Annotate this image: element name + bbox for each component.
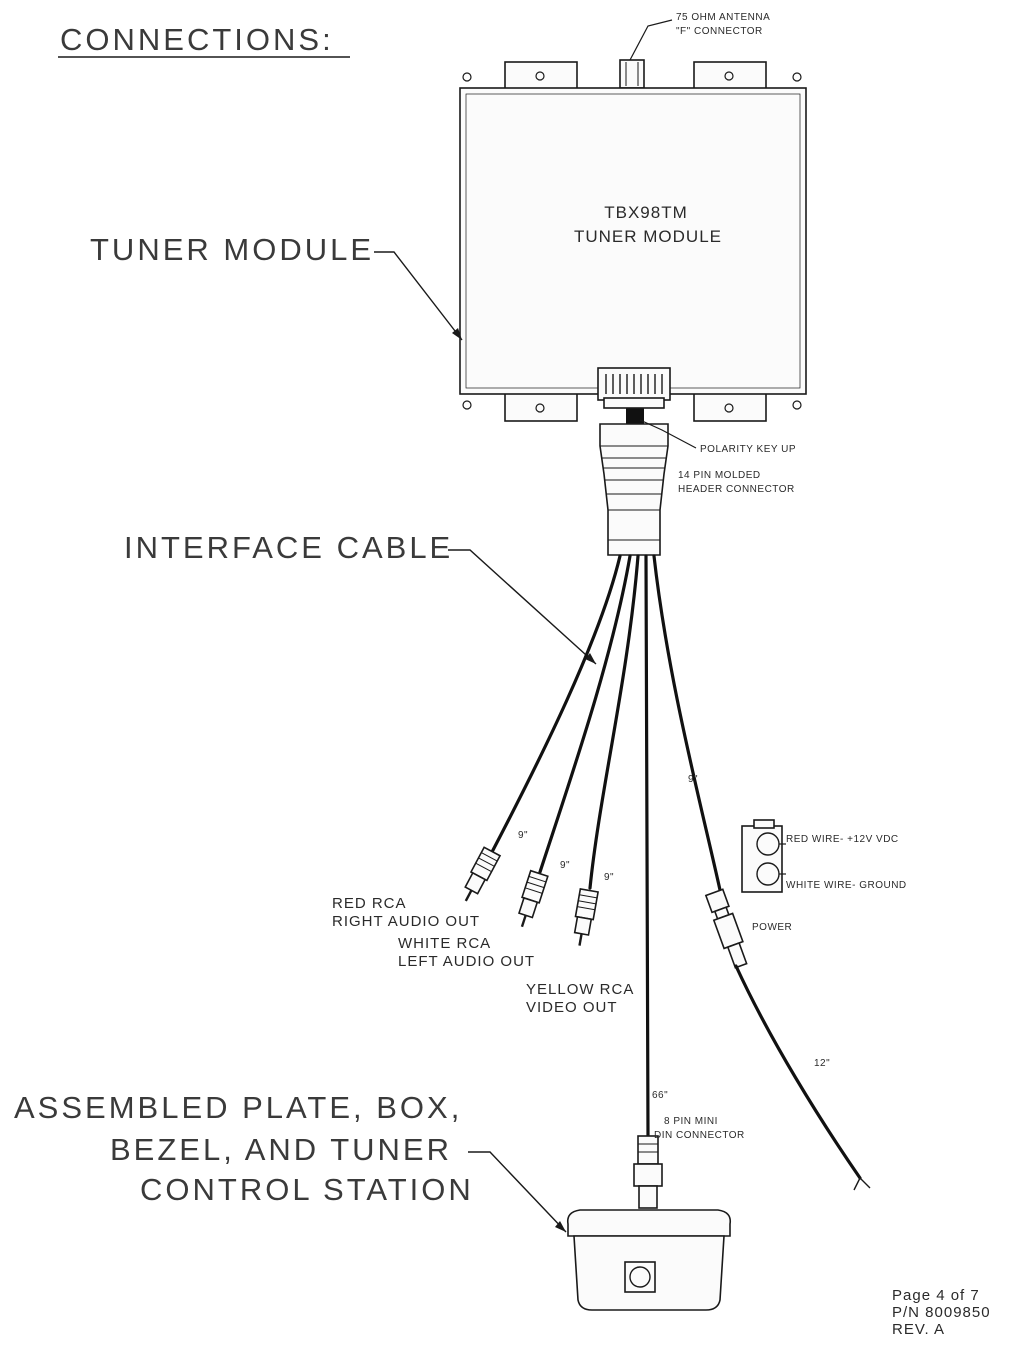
plug-rib xyxy=(478,857,495,867)
white-wire-label: WHITE WIRE- GROUND xyxy=(786,880,907,891)
mount-hole xyxy=(535,403,545,413)
power-plug-detail xyxy=(741,819,786,893)
callout-interface-cable: INTERFACE CABLE xyxy=(124,530,453,565)
antenna-f-connector xyxy=(619,59,645,89)
header-pins xyxy=(605,374,663,394)
plug-boot xyxy=(574,887,599,921)
plug-rib xyxy=(526,881,545,889)
plug-rib xyxy=(524,887,543,894)
mount-tab-bottom-left xyxy=(504,392,578,422)
callout-assembled-line2: BEZEL, AND TUNER xyxy=(110,1132,452,1167)
mount-hole xyxy=(535,71,545,81)
red-wire-label: RED WIRE- +12V VDC xyxy=(786,834,899,845)
white-rca-label-line1: WHITE RCA xyxy=(398,935,491,952)
arrowhead xyxy=(452,328,462,340)
length-red: 9" xyxy=(518,830,528,841)
length-power-tail: 12" xyxy=(814,1058,830,1069)
din-plug xyxy=(638,1185,658,1209)
din-label-line2: DIN CONNECTOR xyxy=(654,1130,745,1141)
screw xyxy=(792,400,802,410)
din-shell xyxy=(633,1163,663,1187)
length-power: 9" xyxy=(688,774,698,785)
footer-page: Page 4 of 7 xyxy=(892,1287,980,1304)
plug-rib xyxy=(577,906,596,911)
callout-assembled-line3: CONTROL STATION xyxy=(140,1172,474,1207)
yellow-rca-label-line2: VIDEO OUT xyxy=(526,999,618,1016)
mount-tab-top-right xyxy=(693,61,767,91)
heading: CONNECTIONS: xyxy=(60,22,334,57)
yellow-rca-label-line1: YELLOW RCA xyxy=(526,981,634,998)
mount-hole xyxy=(724,403,734,413)
plug-pin xyxy=(464,889,473,902)
din-label-line1: 8 PIN MINI xyxy=(664,1116,718,1127)
plug-rib xyxy=(578,900,597,905)
antenna-label-line2: "F" CONNECTOR xyxy=(676,26,763,37)
control-station xyxy=(566,1209,732,1311)
assembled-leader xyxy=(468,1151,567,1233)
stripped-wire-ends xyxy=(853,1177,871,1191)
molded-connector xyxy=(599,397,669,556)
white-rca-plug xyxy=(518,869,549,928)
antenna-label-line1: 75 OHM ANTENNA xyxy=(676,12,770,23)
antenna-leader xyxy=(629,19,673,61)
station-jack xyxy=(629,1266,651,1288)
cable-wires xyxy=(490,554,722,1138)
plug-pin xyxy=(578,933,583,946)
screw xyxy=(462,400,472,410)
connector-lip xyxy=(603,397,665,409)
yellow-rca-plug xyxy=(573,887,599,946)
power-label: POWER xyxy=(752,922,792,933)
polarity-label: POLARITY KEY UP xyxy=(700,444,796,455)
module-name: TUNER MODULE xyxy=(574,227,722,246)
polarity-leader xyxy=(639,419,697,449)
plug-rib xyxy=(481,852,498,862)
wire-power xyxy=(652,554,722,892)
module-model: TBX98TM xyxy=(604,203,688,222)
length-din: 66" xyxy=(652,1090,668,1101)
red-rca-label-line2: RIGHT AUDIO OUT xyxy=(332,913,480,930)
callout-tuner-module: TUNER MODULE xyxy=(90,232,374,267)
inline-housing xyxy=(726,941,748,969)
footer-revision: REV. A xyxy=(892,1321,945,1338)
plug-rib xyxy=(579,894,598,899)
wire-red-rca xyxy=(490,554,622,854)
length-yellow: 9" xyxy=(604,872,614,883)
mount-tab-bottom-right xyxy=(693,392,767,422)
power-inline-connector xyxy=(704,888,748,969)
callout-assembled-line1: ASSEMBLED PLATE, BOX, xyxy=(14,1090,462,1125)
plug-key xyxy=(753,819,775,829)
wire-yellow-rca xyxy=(588,554,640,890)
screw xyxy=(462,72,472,82)
header-label-line2: HEADER CONNECTOR xyxy=(678,484,795,495)
screw xyxy=(792,72,802,82)
mount-tab-top-left xyxy=(504,61,578,91)
white-rca-label-line2: LEFT AUDIO OUT xyxy=(398,953,535,970)
polarity-key xyxy=(626,405,644,429)
wire-power-tail xyxy=(734,964,862,1180)
length-white: 9" xyxy=(560,860,570,871)
plug-shell xyxy=(573,915,593,936)
din-connector xyxy=(633,1135,663,1209)
red-rca-plug xyxy=(464,846,502,902)
tuner-module: TBX98TM TUNER MODULE xyxy=(459,59,807,422)
interface-cable-leader xyxy=(448,549,597,665)
connector-body xyxy=(599,423,669,556)
plug-pin xyxy=(520,914,527,928)
footer-part-number: P/N 8009850 xyxy=(892,1304,991,1321)
plug-shell xyxy=(518,896,539,919)
red-rca-label-line1: RED RCA xyxy=(332,895,407,912)
plug-rib xyxy=(528,875,547,883)
wire-white-rca xyxy=(538,554,632,874)
wire-din xyxy=(644,554,650,1138)
mount-hole xyxy=(724,71,734,81)
plug-rib xyxy=(475,862,492,873)
arrowhead xyxy=(555,1221,566,1232)
tuner-module-leader xyxy=(374,251,463,341)
station-bezel xyxy=(566,1209,732,1237)
header-label-line1: 14 PIN MOLDED xyxy=(678,470,761,481)
